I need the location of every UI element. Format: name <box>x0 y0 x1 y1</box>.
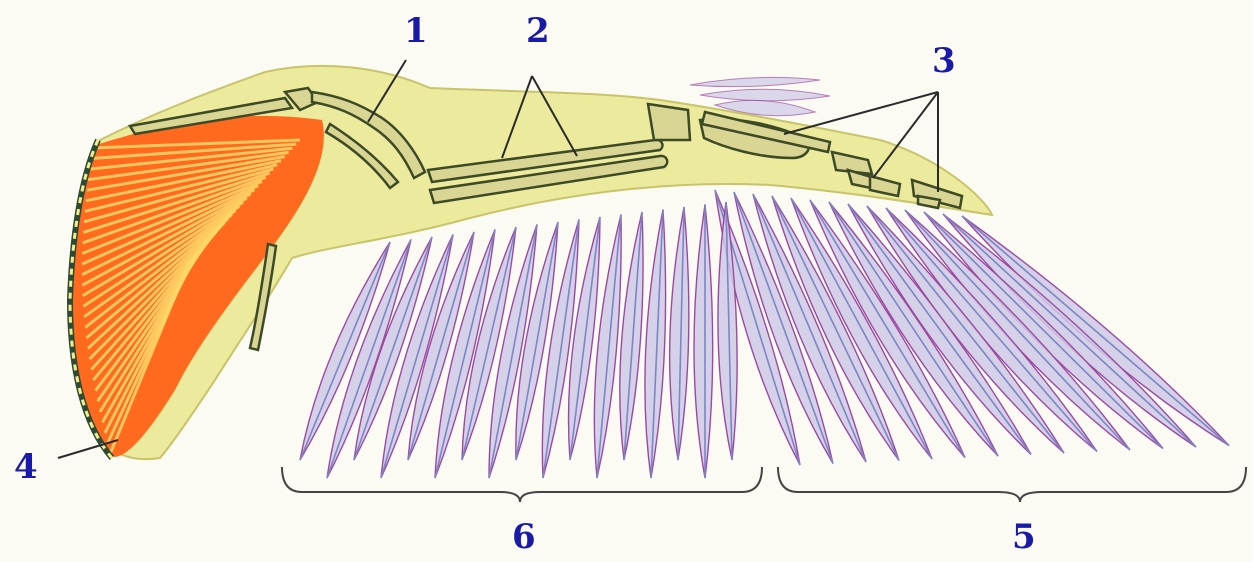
label-secondaries: 6 <box>512 520 536 554</box>
braces <box>282 467 1246 502</box>
flight-feathers <box>300 190 1229 478</box>
label-forearm: 2 <box>526 14 550 48</box>
label-primaries: 5 <box>1012 520 1036 554</box>
label-hand: 3 <box>932 44 956 78</box>
covert-feather <box>690 77 820 86</box>
brace-primaries <box>778 467 1246 502</box>
brace-secondaries <box>282 467 762 502</box>
label-humerus: 1 <box>404 14 428 48</box>
secondary-feather <box>645 210 666 479</box>
label-muscle: 4 <box>14 450 38 484</box>
covert-feather <box>700 89 830 101</box>
secondary-feather <box>694 205 713 479</box>
